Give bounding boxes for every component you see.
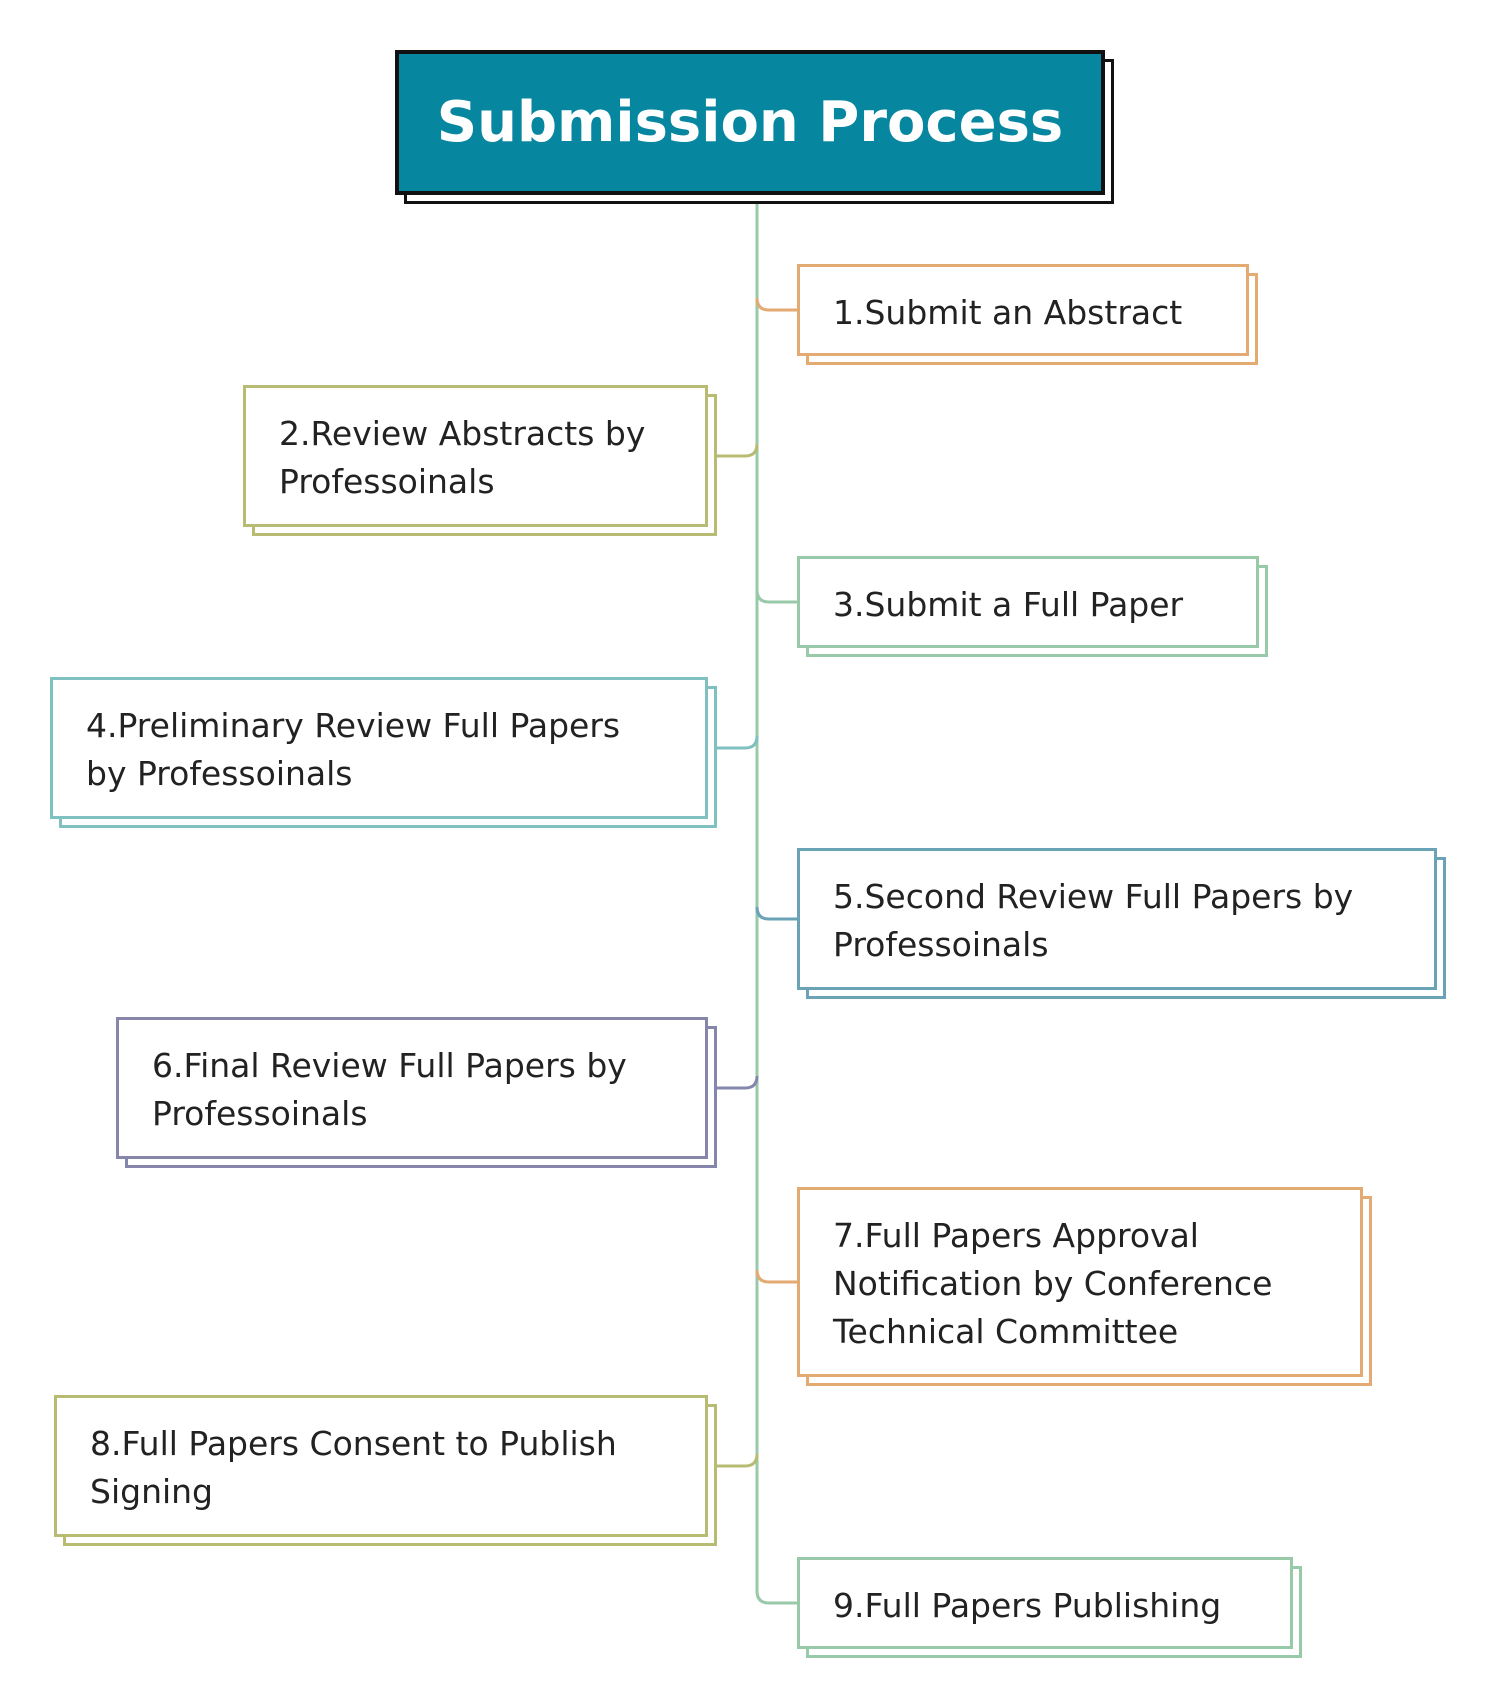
title-box: Submission Process bbox=[395, 50, 1114, 204]
step-7-box: 7.Full Papers Approval Notification by C… bbox=[797, 1187, 1372, 1386]
connector-step-4 bbox=[717, 735, 759, 750]
step-2-box: 2.Review Abstracts by Professoinals bbox=[243, 385, 717, 536]
connector-step-9 bbox=[755, 1590, 797, 1605]
step-7-label: 7.Full Papers Approval Notification by C… bbox=[797, 1187, 1363, 1377]
connector-step-3 bbox=[755, 589, 797, 604]
connector-step-1 bbox=[755, 297, 797, 312]
step-8-label: 8.Full Papers Consent to Publish Signing bbox=[54, 1395, 708, 1537]
step-6-label: 6.Final Review Full Papers by Professoin… bbox=[116, 1017, 708, 1159]
connector-step-5 bbox=[755, 906, 797, 921]
diagram-title: Submission Process bbox=[395, 50, 1105, 195]
step-5-box: 5.Second Review Full Papers by Professoi… bbox=[797, 848, 1446, 999]
step-9-box: 9.Full Papers Publishing bbox=[797, 1557, 1302, 1658]
step-4-box: 4.Preliminary Review Full Papers by Prof… bbox=[50, 677, 717, 828]
step-3-label: 3.Submit a Full Paper bbox=[797, 556, 1259, 648]
connector-step-8 bbox=[717, 1453, 759, 1468]
connector-step-6 bbox=[717, 1075, 759, 1090]
step-9-label: 9.Full Papers Publishing bbox=[797, 1557, 1293, 1649]
step-8-box: 8.Full Papers Consent to Publish Signing bbox=[54, 1395, 717, 1546]
step-5-label: 5.Second Review Full Papers by Professoi… bbox=[797, 848, 1437, 990]
step-4-label: 4.Preliminary Review Full Papers by Prof… bbox=[50, 677, 708, 819]
connector-step-7 bbox=[755, 1269, 797, 1284]
step-3-box: 3.Submit a Full Paper bbox=[797, 556, 1268, 657]
step-6-box: 6.Final Review Full Papers by Professoin… bbox=[116, 1017, 717, 1168]
step-1-label: 1.Submit an Abstract bbox=[797, 264, 1249, 356]
step-2-label: 2.Review Abstracts by Professoinals bbox=[243, 385, 708, 527]
connector-step-2 bbox=[717, 443, 759, 458]
step-1-box: 1.Submit an Abstract bbox=[797, 264, 1258, 365]
